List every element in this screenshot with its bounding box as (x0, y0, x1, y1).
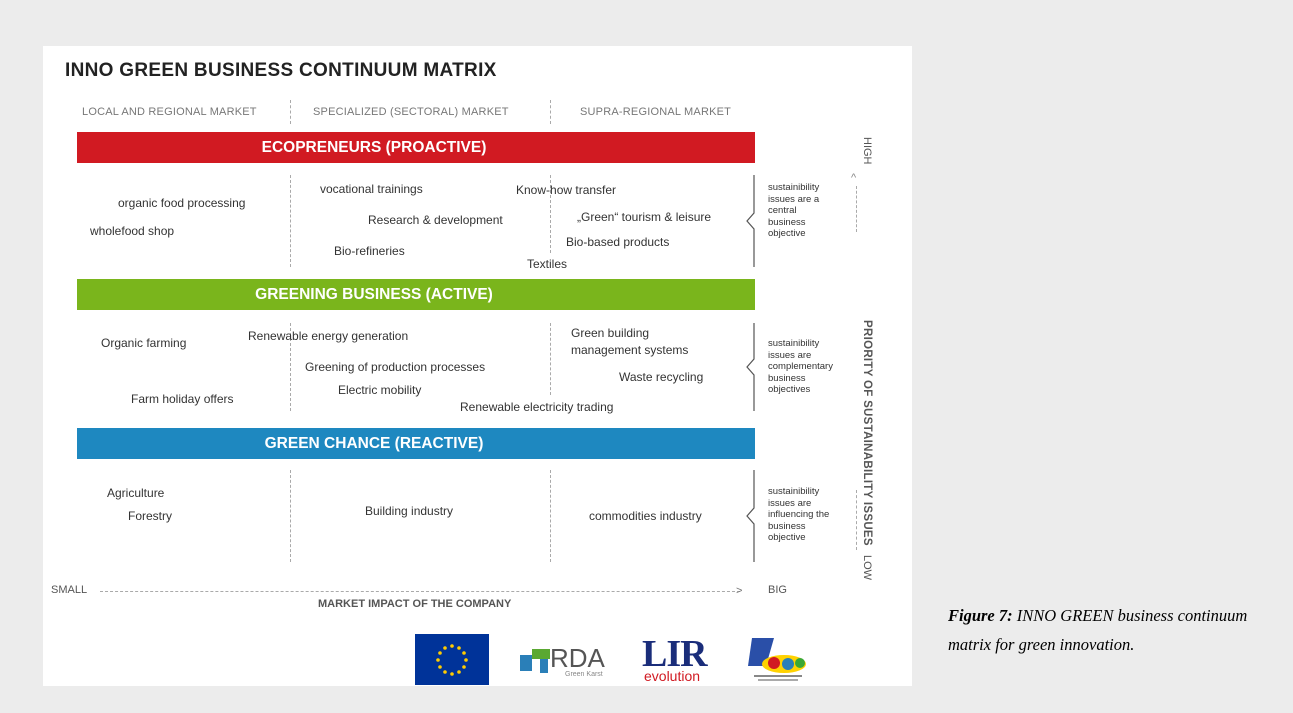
item: organic food processing (118, 196, 246, 210)
axis-big-label: BIG (768, 584, 787, 596)
bracket (746, 470, 755, 562)
item: Bio-refineries (334, 244, 405, 258)
x-axis-line (100, 591, 740, 592)
item: commodities industry (589, 509, 702, 523)
item: Electric mobility (338, 383, 422, 397)
rda-logo: RDA Green Karst (520, 640, 620, 680)
item: Agriculture (107, 486, 165, 500)
separator (290, 100, 291, 124)
eu-flag-logo (415, 634, 489, 685)
arrow-up-icon: ^ (851, 172, 857, 184)
item: Green building (571, 326, 650, 340)
band-greening-business: GREENING BUSINESS (ACTIVE) (77, 279, 755, 310)
caption-text: INNO GREEN business continuum matrix for… (948, 606, 1248, 654)
band-ecopreneurs: ECOPRENEURS (PROACTIVE) (77, 132, 755, 163)
item: „Green“ tourism & leisure (577, 210, 712, 224)
bracket (746, 175, 755, 267)
item: wholefood shop (90, 224, 175, 238)
item: management systems (571, 343, 689, 357)
market-local: LOCAL AND REGIONAL MARKET (82, 106, 257, 118)
caption-label: Figure 7: (948, 606, 1013, 625)
separator (550, 100, 551, 124)
axis-high-label: HIGH (861, 137, 873, 165)
separator (290, 323, 291, 411)
item: Renewable electricity trading (460, 400, 614, 414)
x-axis-title: MARKET IMPACT OF THE COMPANY (318, 598, 512, 610)
separator (550, 323, 551, 395)
lir-logo: LIR evolution (642, 633, 708, 684)
matrix-title: INNO GREEN BUSINESS CONTINUUM MATRIX (65, 60, 497, 81)
band-green-chance: GREEN CHANCE (REACTIVE) (77, 428, 755, 459)
axis-low-label: LOW (861, 555, 873, 581)
item: Renewable energy generation (248, 329, 409, 343)
separator (290, 175, 291, 267)
item: Textiles (527, 257, 568, 271)
item: Greening of production processes (305, 360, 486, 374)
item: Know-how transfer (516, 183, 617, 197)
item: Organic farming (101, 336, 187, 350)
separator (550, 175, 551, 253)
market-specialized: SPECIALIZED (SECTORAL) MARKET (313, 106, 509, 118)
y-axis-title: PRIORITY OF SUSTAINABILITY ISSUES (861, 320, 873, 546)
separator (290, 470, 291, 562)
bracket (746, 323, 755, 411)
market-supra: SUPRA-REGIONAL MARKET (580, 106, 732, 118)
item: Building industry (365, 504, 454, 518)
separator (550, 470, 551, 562)
item: Farm holiday offers (131, 392, 234, 406)
item: Bio-based products (566, 235, 670, 249)
item: vocational trainings (320, 182, 423, 196)
item: Forestry (128, 509, 173, 523)
y-axis-line (856, 490, 857, 550)
partner-emblem-logo (748, 638, 806, 681)
figure-caption: Figure 7: INNO GREEN business continuum … (948, 601, 1278, 659)
item: Research & development (368, 213, 503, 227)
y-axis-line (856, 186, 857, 232)
item: Waste recycling (619, 370, 704, 384)
arrow-right-icon: > (736, 585, 743, 597)
axis-small-label: SMALL (51, 584, 88, 596)
